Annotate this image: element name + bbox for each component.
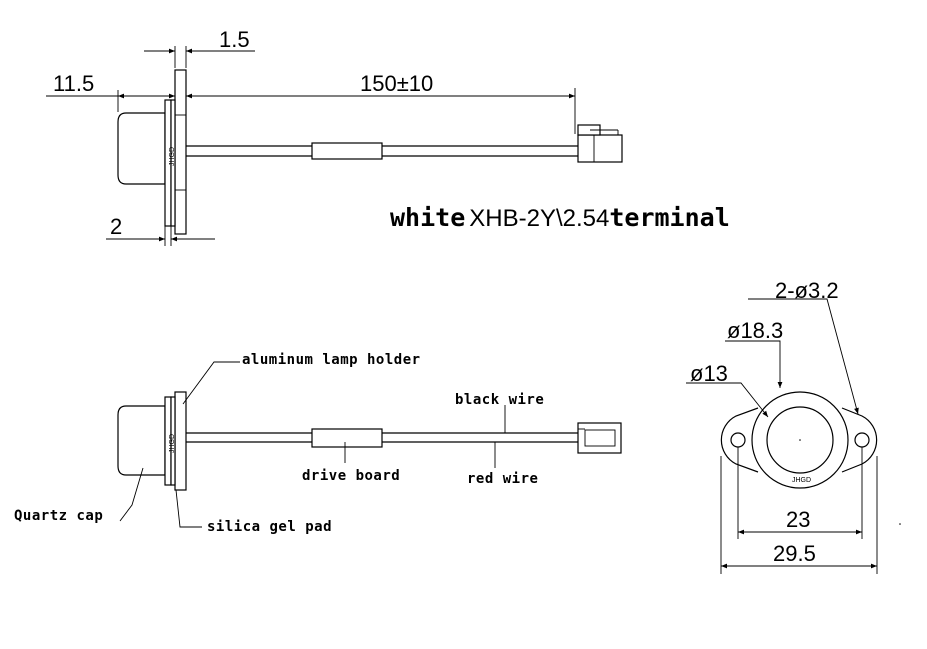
label-drive-board: drive board [302, 468, 400, 484]
label-black-wire: black wire [455, 392, 544, 408]
dim-cap-diameter: ø13 [690, 361, 728, 386]
jhgd-marking-2: JHGD [169, 434, 176, 453]
flange-circle [751, 391, 849, 489]
mount-hole-left [730, 432, 746, 448]
label-aluminum-holder: aluminum lamp holder [242, 352, 421, 368]
drive-board-shape [311, 142, 383, 160]
side-view-bottom: JHGD aluminum lamp holder black wire dri… [14, 352, 622, 535]
dim-pad-thickness: 2 [110, 214, 122, 239]
connector-color: white [390, 203, 465, 232]
connector-type: terminal [609, 203, 729, 232]
dim-wire-length: 150±10 [360, 71, 433, 96]
quartz-cap-shape [117, 112, 166, 185]
dim-flange-thickness: 1.5 [219, 27, 250, 52]
side-view-top: JHGD 1.5 11.5 150±10 [46, 27, 623, 246]
label-silica-pad: silica gel pad [207, 519, 332, 535]
jhgd-marking: JHGD [169, 147, 176, 166]
jhgd-marking-3: JHGD [792, 477, 811, 484]
connector-shape [577, 124, 623, 163]
aluminum-holder-shape [174, 69, 187, 235]
dim-flange-diameter: ø18.3 [727, 318, 783, 343]
label-red-wire: red wire [467, 471, 538, 487]
dim-overall-width: 29.5 [773, 541, 816, 566]
dim-hole-spacing: 23 [786, 507, 810, 532]
dim-cap-length: 11.5 [53, 71, 94, 96]
front-view: JHGD 2-ø3.2 ø18.3 ø13 23 29.5 [686, 278, 901, 574]
label-quartz-cap: Quartz cap [14, 508, 103, 524]
dim-hole-spec: 2-ø3.2 [775, 278, 839, 303]
cap-circle [766, 406, 834, 474]
connector-model: XHB-2Y\2.54 [469, 205, 609, 232]
mount-hole-right [854, 432, 870, 448]
